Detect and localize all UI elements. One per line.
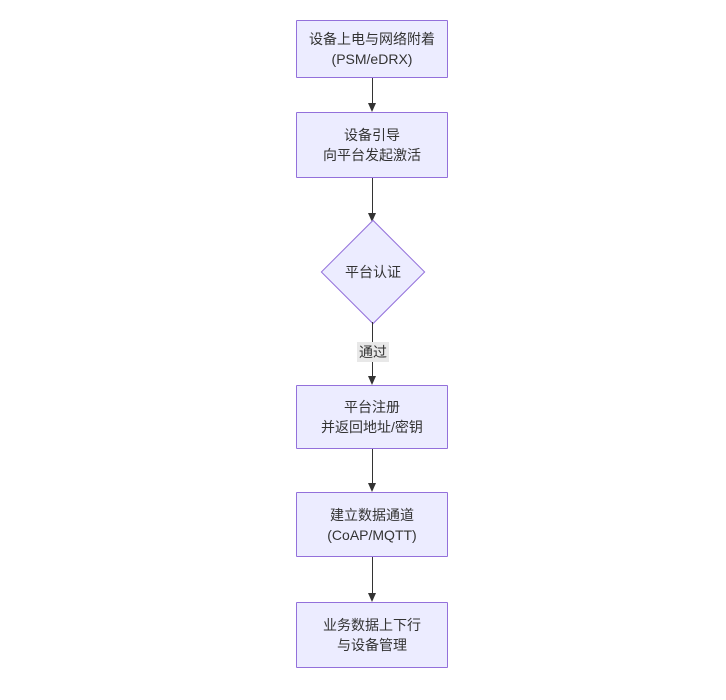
edge-label-pass: 通过 (357, 342, 389, 362)
arrow-connector-4 (368, 449, 376, 492)
arrow-head-icon (368, 213, 376, 222)
node-text-line: 设备上电与网络附着 (309, 31, 435, 47)
arrow-line (372, 557, 373, 597)
flow-node-data-channel: 建立数据通道 (CoAP/MQTT) (296, 492, 448, 557)
flow-node-platform-auth: 平台认证 (320, 219, 426, 325)
flow-node-power-network-attach: 设备上电与网络附着 (PSM/eDRX) (296, 20, 448, 78)
arrow-connector-1 (368, 78, 376, 112)
node-text-line: 建立数据通道 (330, 506, 414, 523)
flow-node-platform-register: 平台注册 并返回地址/密钥 (296, 385, 448, 449)
flow-node-device-bootstrap: 设备引导 向平台发起激活 (296, 112, 448, 178)
node-text-line: 平台注册 (344, 399, 400, 415)
node-text-line: (PSM/eDRX) (331, 51, 413, 67)
arrow-connector-2 (368, 178, 376, 222)
node-text-line: 平台认证 (345, 264, 401, 280)
node-text-line: 业务数据上下行 (323, 617, 421, 633)
flow-node-business-data: 业务数据上下行 与设备管理 (296, 602, 448, 668)
arrow-line (372, 78, 373, 107)
node-text-line: 设备引导 (344, 127, 400, 143)
node-text-line: 向平台发起激活 (323, 147, 421, 163)
arrow-line (372, 178, 373, 217)
node-text-line: (CoAP/MQTT) (327, 526, 417, 543)
arrow-head-icon (368, 103, 376, 112)
arrow-head-icon (368, 593, 376, 602)
arrow-connector-5 (368, 557, 376, 602)
arrow-head-icon (368, 376, 376, 385)
arrow-line (372, 449, 373, 487)
arrow-head-icon (368, 483, 376, 492)
node-text-line: 并返回地址/密钥 (321, 419, 423, 435)
node-text-line: 与设备管理 (337, 637, 407, 653)
